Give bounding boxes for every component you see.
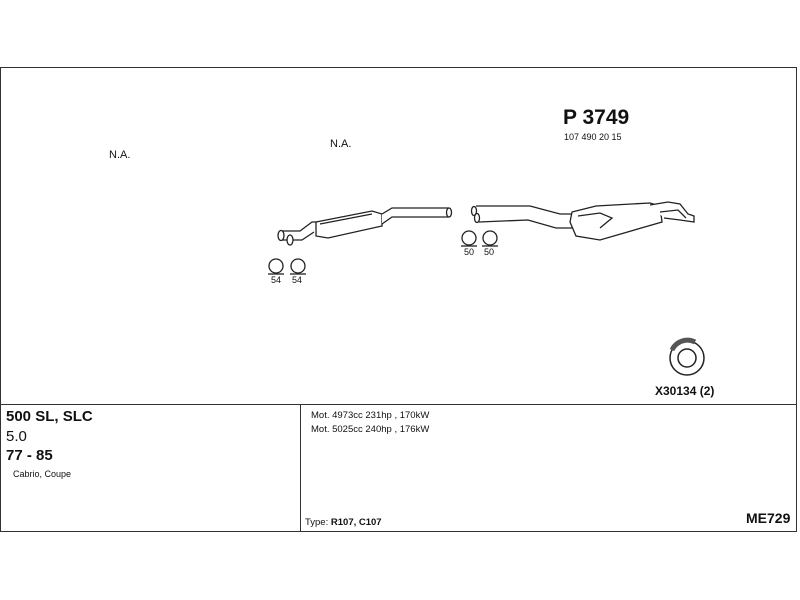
vehicle-displacement: 5.0 [6, 428, 27, 445]
front-silencer[interactable] [277, 207, 453, 246]
sealing-ring-label: X30134 (2) [655, 384, 715, 398]
vehicle-type: Type: R107, C107 [305, 517, 382, 528]
clamp-icon[interactable] [482, 230, 498, 247]
vehicle-years: 77 - 85 [6, 447, 53, 464]
clamp-icon[interactable] [290, 258, 306, 275]
section-divider [0, 404, 797, 405]
rear-silencer[interactable] [470, 201, 695, 241]
clamp-label: 50 [484, 247, 495, 257]
diagram-frame [0, 67, 797, 532]
engine-spec: Mot. 5025cc 240hp , 176kW [311, 424, 430, 435]
clamp-label: 54 [271, 275, 282, 285]
clamp-label: 50 [464, 247, 475, 257]
engine-spec: Mot. 4973cc 231hp , 170kW [311, 410, 430, 421]
clamp-icon[interactable] [461, 230, 477, 247]
not-available-label: N.A. [109, 149, 131, 161]
column-divider [300, 404, 301, 532]
sealing-ring-icon[interactable] [669, 337, 705, 376]
part-number: P 3749 [563, 106, 630, 129]
vehicle-body: Cabrio, Coupe [13, 469, 72, 479]
type-label: Type: [305, 517, 329, 528]
part-oem-number: 107 490 20 15 [564, 132, 622, 142]
type-value: R107, C107 [330, 517, 382, 528]
clamp-label: 54 [292, 275, 303, 285]
not-available-label: N.A. [330, 138, 352, 150]
system-code: ME729 [746, 510, 791, 526]
clamp-icon[interactable] [268, 258, 284, 275]
vehicle-model: 500 SL, SLC [6, 408, 93, 425]
